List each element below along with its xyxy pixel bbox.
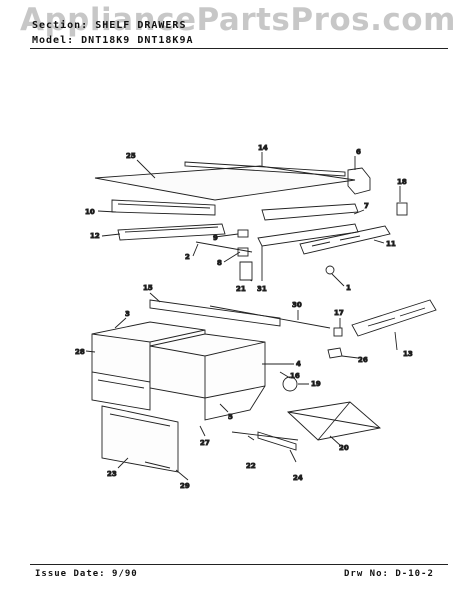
drawer-face-handle [109, 413, 171, 427]
callout-14: 14 [258, 144, 268, 152]
callout-25: 25 [126, 152, 136, 160]
callout-2: 2 [185, 253, 190, 261]
slide-24 [257, 431, 297, 451]
header-rule [30, 48, 448, 49]
clip-17 [333, 327, 343, 337]
bumper-18 [396, 202, 408, 216]
callout-31: 31 [257, 285, 267, 293]
clip-9 [237, 229, 249, 238]
bracket-21 [239, 261, 253, 281]
left-drawer-front [91, 372, 151, 411]
callout-21: 21 [236, 285, 246, 293]
issue-label: Issue Date: [35, 569, 106, 579]
section-label: Section: [32, 20, 89, 31]
section-line: Section: SHELF DRAWERS [32, 20, 186, 31]
leader-lines [85, 152, 401, 481]
callout-15: 15 [143, 284, 153, 292]
callout-13: 13 [403, 350, 413, 358]
drawer-frame-20-cross [287, 401, 381, 441]
drawer-cover-15 [149, 299, 281, 327]
right-slide-rail-slots [311, 235, 361, 247]
callout-3: 3 [125, 310, 130, 318]
callout-1: 1 [346, 284, 351, 292]
drawer-face-23 [101, 405, 179, 473]
left-shelf-rail-detail [117, 203, 211, 209]
callout-29: 29 [180, 482, 190, 490]
model-label: Model: [32, 35, 75, 46]
left-slide-rail [117, 223, 226, 241]
right-drawer-front [204, 385, 266, 421]
callout-16: 16 [290, 372, 300, 380]
drawer-face-trim [144, 461, 171, 469]
right-slide-rail [299, 225, 391, 255]
footer-rule [30, 564, 448, 565]
model-value: DNT18K9 DNT18K9A [81, 35, 194, 46]
left-slide-rail-detail [124, 226, 219, 233]
callout-11: 11 [386, 240, 396, 248]
rear-trim [184, 161, 346, 177]
drw-label: Drw No: [344, 569, 389, 579]
callout-8: 8 [217, 259, 222, 267]
rod-30 [209, 305, 331, 329]
drw-value: D-10-2 [395, 569, 434, 579]
callout-26: 26 [358, 356, 368, 364]
issue-value: 9/90 [112, 569, 138, 579]
rod-2 [195, 241, 253, 253]
left-drawer-handle [97, 379, 145, 389]
callout-4: 4 [296, 360, 301, 368]
drawing-number: Drw No: D-10-2 [344, 569, 434, 579]
pivot-26 [327, 347, 343, 359]
callout-18: 18 [397, 178, 407, 186]
shelf-bracket-right [347, 167, 371, 195]
callout-27: 27 [200, 439, 210, 447]
slide-22 [231, 431, 299, 441]
left-shelf-rail [111, 199, 216, 216]
watermark: AppliancePartsPros.com [20, 2, 456, 38]
issue-date: Issue Date: 9/90 [35, 569, 138, 579]
callout-9: 9 [213, 234, 218, 242]
callout-10: 10 [85, 208, 95, 216]
callout-28: 28 [75, 348, 85, 356]
callout-7: 7 [364, 202, 369, 210]
callout-23: 23 [107, 470, 117, 478]
callout-5: 5 [228, 413, 233, 421]
callout-12: 12 [90, 232, 100, 240]
callout-30: 30 [292, 301, 302, 309]
knob-19 [282, 376, 298, 392]
callout-6: 6 [356, 148, 361, 156]
roller-1 [325, 265, 335, 275]
callout-19: 19 [311, 380, 321, 388]
callout-17: 17 [334, 309, 344, 317]
section-value: SHELF DRAWERS [95, 20, 187, 31]
right-shelf-rail [261, 203, 359, 221]
glass-shelf [94, 165, 356, 201]
callout-20: 20 [339, 444, 349, 452]
model-line: Model: DNT18K9 DNT18K9A [32, 35, 193, 46]
drawer-rail-13-slots [367, 307, 426, 327]
clip-8 [237, 247, 249, 257]
drawer-rail-13 [351, 299, 437, 337]
right-drawer-bin-edges [149, 341, 266, 398]
callout-24: 24 [293, 474, 303, 482]
callout-22: 22 [246, 462, 256, 470]
right-drawer-bin [149, 333, 266, 399]
